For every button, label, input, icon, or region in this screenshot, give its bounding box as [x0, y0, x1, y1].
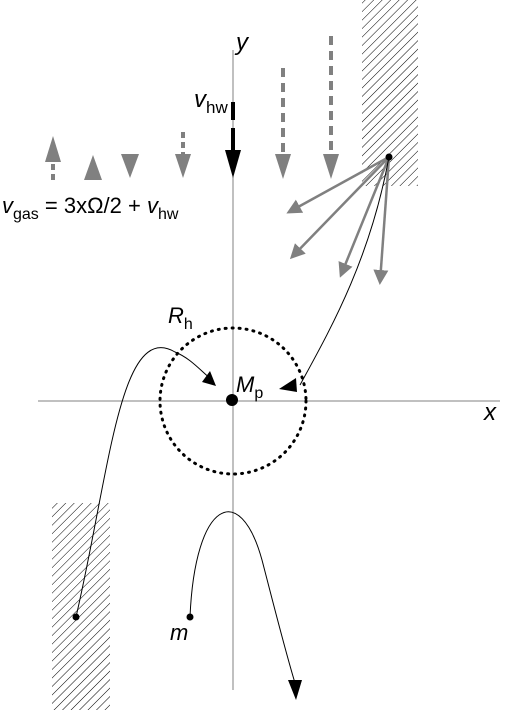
planet [226, 394, 238, 406]
planet-mass-label: Mp [236, 372, 263, 402]
particle-mass-label: m [170, 620, 188, 645]
hill-sphere [158, 326, 308, 476]
vhw-label: vhw [194, 86, 228, 117]
hill-radius-label: Rh [168, 303, 193, 333]
gas-flow-arrows [45, 36, 339, 180]
vgas-equation: vgas = 3xΩ/2 + vhw [2, 193, 179, 223]
y-axis-label: y [234, 29, 250, 56]
trajectory-top-right [299, 156, 390, 386]
x-axis-label: x [483, 399, 497, 426]
wall-bottom-left [52, 503, 110, 710]
trajectory-m [189, 511, 296, 684]
trajectory-bottom-left [75, 347, 213, 618]
velocity-spray [286, 155, 391, 285]
